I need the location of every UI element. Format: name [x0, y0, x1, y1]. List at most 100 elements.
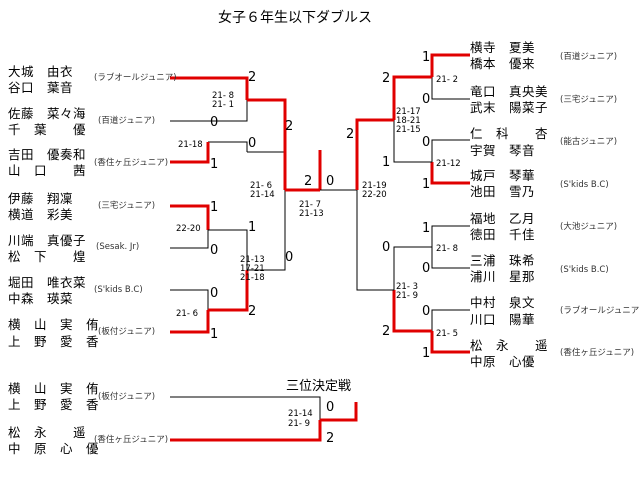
- left-entry-4-player-2: 横道 彩美: [8, 207, 74, 222]
- left-entry-6-player-2: 中森 瑛菜: [8, 291, 74, 306]
- result-left-r1b-top: 0: [248, 136, 257, 151]
- right-entry-7-team: (ラブオールジュニア): [560, 306, 640, 316]
- score-right-r1d-game-1: 21- 5: [436, 329, 458, 339]
- bracket-line-26: [431, 247, 470, 269]
- right-entry-4-player-2: 池田 雪乃: [470, 184, 536, 199]
- score-left-r2b-game-2: 17-21: [240, 264, 265, 274]
- bracket-line-29: [393, 246, 432, 290]
- score-final-game-2: 21-13: [299, 209, 324, 219]
- left-entry-6-player-1: 堀田 唯衣菜: [8, 275, 87, 290]
- page-title: 女子６年生以下ダブルス: [218, 10, 372, 26]
- right-entry-5-player-2: 徳田 千佳: [470, 227, 536, 242]
- bracket-line-32: [170, 396, 321, 420]
- score-left-r1b-game-1: 21-18: [178, 140, 203, 150]
- winner-path-21: [430, 162, 470, 185]
- right-entry-1-player-1: 横寺 夏美: [470, 40, 536, 55]
- bracket-line-10: [170, 289, 209, 310]
- result-left-r1c-bottom: 0: [210, 243, 219, 258]
- left-entry-4-player-1: 伊藤 翔凜: [8, 191, 74, 206]
- result-left-r1a-bottom: 0: [210, 115, 219, 130]
- left-entry-6-team: (S'kids B.C): [94, 285, 143, 295]
- score-left-r2b-game-1: 21-13: [240, 255, 265, 265]
- result-right-r1d-top: 0: [422, 304, 431, 319]
- left-entry-2-team: (百道ジュニア): [98, 116, 156, 126]
- result-right-r1c-top: 1: [422, 221, 431, 236]
- right-entry-8-player-2: 中原 心優: [470, 354, 536, 369]
- result-right-r2a-winner: 2: [346, 127, 355, 142]
- result-left-r1b-bottom: 1: [210, 157, 219, 172]
- result-left-r2b-top: 1: [248, 220, 257, 235]
- winner-path-24: [355, 118, 394, 190]
- left-entry-5-team: (Sesak. Jr): [96, 242, 140, 252]
- winner-path-8: [170, 204, 210, 230]
- right-entry-3-player-2: 宇賀 琴音: [470, 143, 536, 158]
- right-entry-6-player-2: 浦川 星那: [470, 269, 536, 284]
- result-left-r1d-top: 0: [210, 286, 219, 301]
- bracket-line-19: [431, 77, 470, 100]
- bracket-line-25: [431, 225, 470, 247]
- result-right-r1b-top: 0: [422, 135, 431, 150]
- right-entry-3-team: (能古ジュニア): [560, 137, 618, 147]
- left-entry-3-team: (香住ヶ丘ジュニア): [94, 158, 169, 168]
- score-left-r1a-game-2: 21- 1: [212, 100, 234, 110]
- right-entry-2-player-1: 竜口 真央美: [470, 84, 549, 99]
- score-third-game-2: 21- 9: [288, 419, 310, 429]
- right-entry-5-team: (大池ジュニア): [560, 222, 618, 232]
- bracket-line-23: [393, 120, 432, 163]
- left-entry-7-team: (板付ジュニア): [98, 327, 156, 337]
- right-entry-4-team: (S'kids B.C): [560, 180, 609, 190]
- result-left-r1c-top: 1: [210, 200, 219, 215]
- score-right-r1b-game-1: 21-12: [436, 159, 461, 169]
- result-left-sf-bottom: 0: [285, 250, 294, 265]
- third-entry-1-player-1: 横 山 実 侑: [8, 381, 100, 396]
- right-entry-4-player-1: 城戸 琴華: [470, 168, 536, 183]
- winner-path-13: [208, 270, 249, 312]
- left-entry-1-player-2: 谷口 葉音: [8, 80, 74, 95]
- left-entry-7-player-1: 横 山 実 侑: [8, 317, 100, 332]
- winner-path-11: [170, 310, 210, 334]
- bracket-line-2: [170, 100, 248, 122]
- left-entry-5-player-2: 松 下 煌: [8, 249, 87, 264]
- winner-path-28: [430, 331, 470, 354]
- score-right-r2a-game-3: 21-15: [396, 125, 421, 135]
- third-entry-2-player-2: 中 原 心 優: [8, 441, 100, 456]
- left-entry-2-player-2: 千 葉 優: [8, 122, 87, 137]
- score-right-r2a-game-2: 18-21: [396, 116, 421, 126]
- result-final-right: 0: [326, 174, 335, 189]
- bracket-line-31: [356, 190, 394, 291]
- bracket-line-3: [208, 141, 248, 152]
- right-entry-8-team: (香住ヶ丘ジュニア): [560, 348, 635, 358]
- bracket-line-14: [247, 190, 286, 271]
- result-right-r1c-bottom: 0: [422, 261, 431, 276]
- right-entry-6-player-1: 三浦 珠希: [470, 253, 536, 268]
- left-entry-7-player-2: 上 野 愛 香: [8, 334, 100, 349]
- score-left-sf-game-2: 21-14: [250, 190, 275, 200]
- result-left-r1d-bottom: 1: [210, 327, 219, 342]
- right-entry-1-team: (百道ジュニア): [560, 52, 618, 62]
- winner-path-22: [392, 75, 432, 120]
- score-final-game-1: 21- 7: [299, 200, 321, 210]
- result-third-top: 0: [326, 400, 335, 415]
- score-left-r1a-game-1: 21- 8: [212, 91, 234, 101]
- winner-path-30: [392, 290, 432, 333]
- result-right-r2b-bottom: 2: [382, 324, 391, 339]
- left-entry-5-player-1: 川端 真優子: [8, 233, 87, 248]
- winner-path-5: [247, 98, 287, 120]
- right-entry-8-player-1: 松 永 遥: [470, 338, 549, 353]
- score-left-r1d-game-1: 21- 6: [176, 309, 198, 319]
- third-entry-2-team: (香住ヶ丘ジュニア): [94, 435, 169, 445]
- winner-path-34: [320, 402, 358, 422]
- third-entry-1-team: (板付ジュニア): [98, 392, 156, 402]
- score-left-r1c-game-1: 22-20: [176, 224, 201, 234]
- left-entry-1-team: (ラブオールジュニア): [94, 73, 177, 83]
- right-entry-5-player-1: 福地 乙月: [470, 211, 536, 226]
- right-entry-1-player-2: 橋本 優来: [470, 56, 536, 71]
- result-final-left: 2: [304, 174, 313, 189]
- bracket-line-27: [431, 309, 470, 331]
- winner-path-33: [170, 420, 322, 442]
- third-entry-2-player-1: 松 永 遥: [8, 425, 87, 440]
- left-entry-1-player-1: 大城 由衣: [8, 64, 74, 79]
- score-third-game-1: 21-14: [288, 409, 313, 419]
